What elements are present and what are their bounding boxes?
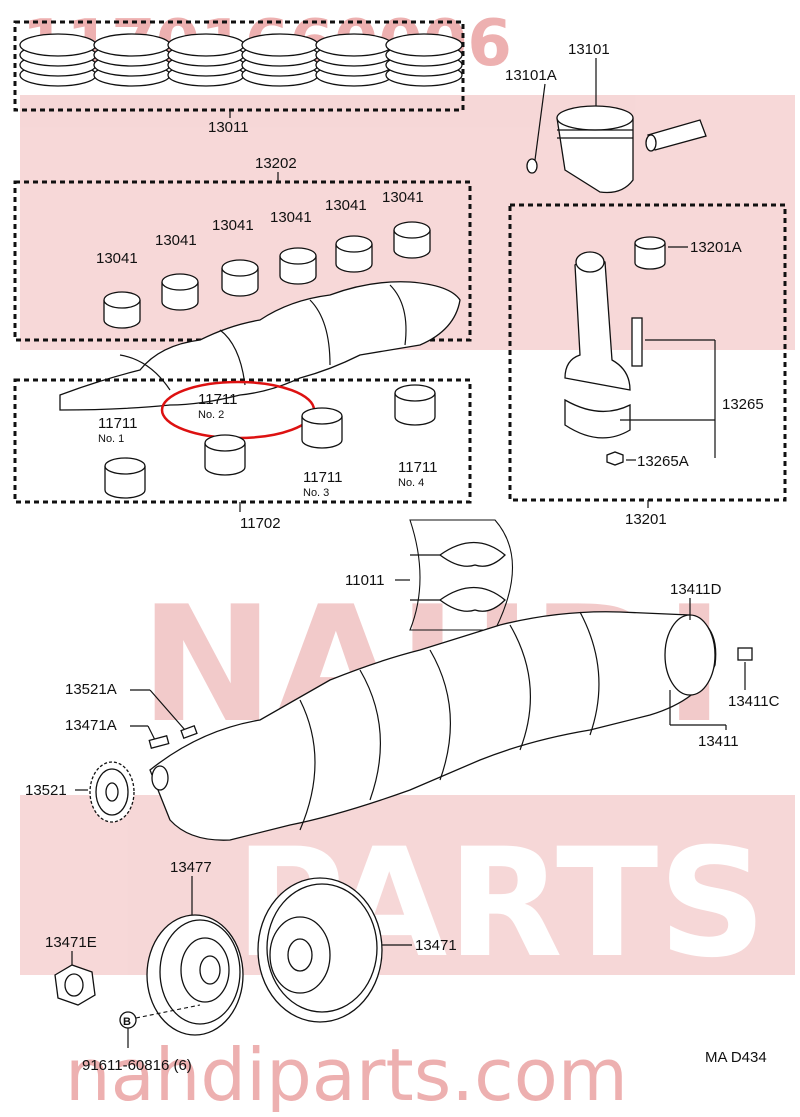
label-11702: 11702 (240, 515, 281, 532)
ghost-crankshaft (59, 281, 461, 411)
pulley: 13471 (257, 877, 457, 1023)
label-13521a: 13521A (65, 681, 117, 698)
nut: 13471E (45, 934, 97, 1006)
piston-rings-set: 13011 (13, 20, 465, 136)
label-13041-c: 13041 (212, 217, 254, 234)
watermark: 11701660006 NAHDI PARTS nahdiparts.com (20, 7, 795, 1117)
label-13521: 13521 (25, 782, 67, 799)
sublabel-no4: No. 4 (398, 477, 424, 489)
label-13101: 13101 (568, 41, 610, 58)
pulley-key-icon (148, 735, 170, 749)
watermark-url: nahdiparts.com (65, 1033, 628, 1112)
keys-and-gear: 13521A 13471A 13521 (25, 681, 198, 823)
label-13011: 13011 (208, 119, 249, 136)
diagram-code: MA D434 (705, 1049, 767, 1066)
main-bearings-icons (104, 384, 436, 499)
rod-bearing-set: 13202 13041 13041 13041 13041 13041 1304… (13, 155, 472, 342)
label-13411d: 13411D (670, 581, 722, 598)
label-13201a: 13201A (690, 239, 742, 256)
crankshaft: 13411D 13411C 13411 (149, 581, 780, 841)
rod-bearings-icons (103, 221, 431, 329)
main-bearing-box (13, 378, 472, 504)
label-11011: 11011 (345, 572, 385, 589)
sublabel-no1: No. 1 (98, 433, 124, 445)
ring-stacks (19, 33, 463, 87)
crank-gear-icon (89, 761, 135, 823)
rod-bushing-icon (634, 236, 666, 270)
label-13101a: 13101A (505, 67, 557, 84)
label-13041-d: 13041 (270, 209, 312, 226)
sublabel-no2: No. 2 (198, 409, 224, 421)
rod-bolt-icon (631, 317, 643, 367)
main-bearing-set: 11702 11711 No. 1 11711 No. 2 11711 No. … (13, 378, 472, 532)
label-13477: 13477 (170, 859, 212, 876)
connecting-rod-set: 13201 13201A 13265 13265A (508, 203, 787, 528)
label-11711-no3: 11711 (303, 469, 343, 486)
crankshaft-icon (149, 611, 717, 841)
bolt-callout-letter: B (123, 1016, 131, 1028)
crankshaft-flange-icon (664, 614, 716, 696)
label-13411c: 13411C (728, 693, 780, 710)
gear-key-icon (180, 725, 198, 739)
label-13411: 13411 (698, 733, 739, 750)
thrust-washer-icon-b (438, 587, 506, 612)
sublabel-no3: No. 3 (303, 487, 329, 499)
thrust-washer-icon-a (438, 542, 506, 567)
label-13471e: 13471E (45, 934, 97, 951)
label-11711-no4: 11711 (398, 459, 438, 476)
rings-box (13, 20, 465, 112)
label-13041-e: 13041 (325, 197, 367, 214)
label-13201: 13201 (625, 511, 667, 528)
label-13041-a: 13041 (96, 250, 138, 267)
label-11711-no1: 11711 (98, 415, 138, 432)
label-13471a: 13471A (65, 717, 117, 734)
plug-icon (737, 647, 753, 661)
label-13265a: 13265A (637, 453, 689, 470)
label-13265: 13265 (722, 396, 764, 413)
label-13041-b: 13041 (155, 232, 197, 249)
label-13202: 13202 (255, 155, 297, 172)
label-91611: 91611-60816 (6) (82, 1057, 192, 1074)
snap-ring-icon (526, 158, 538, 174)
bolt: B 91611-60816 (6) (82, 1004, 201, 1074)
label-11711-no2: 11711 (198, 391, 238, 408)
rod-nut-icon (606, 451, 624, 466)
label-13471: 13471 (415, 937, 457, 954)
damper: 13477 (146, 859, 244, 1036)
conrod-box (508, 203, 787, 502)
piston-assembly: 13101 13101A (505, 41, 707, 194)
label-13041-f: 13041 (382, 189, 424, 206)
rod-cap-icon (564, 398, 631, 439)
